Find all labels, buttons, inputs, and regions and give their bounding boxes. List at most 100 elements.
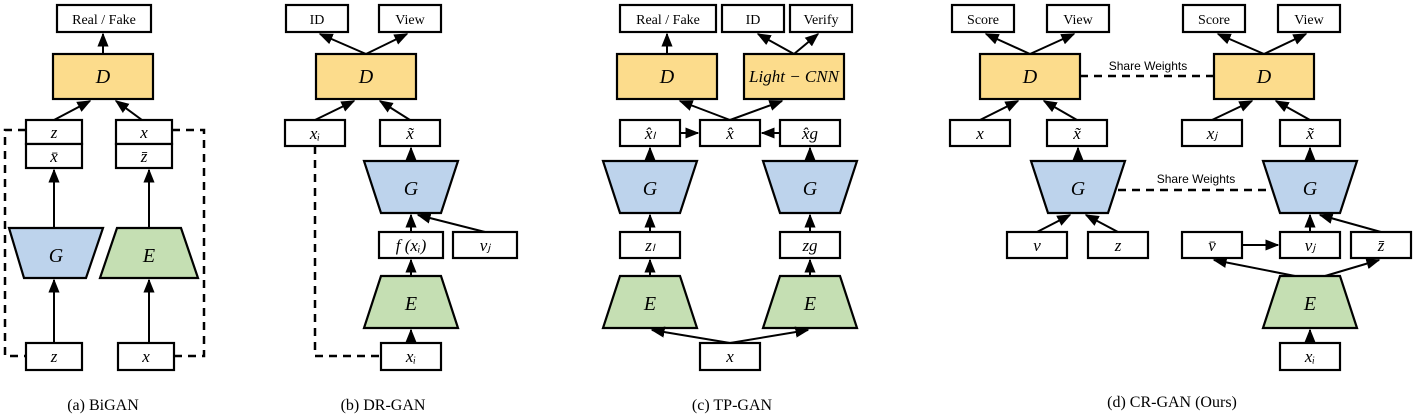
arrow-d-to-id <box>318 33 367 55</box>
x-hat-l-box <box>618 118 682 148</box>
real-fake-label: Real / Fake <box>636 13 700 28</box>
arrow-d-to-view-left <box>1029 33 1076 55</box>
z-g-label: zg <box>801 236 817 255</box>
discriminator-box-left <box>978 52 1082 101</box>
arrow-right-pair-to-d <box>114 100 143 121</box>
id-label: ID <box>310 13 325 28</box>
z-bar-box <box>114 142 174 170</box>
encoder-global-label: E <box>803 293 816 315</box>
input-x-label: x <box>725 347 734 366</box>
encoder-label: E <box>142 245 155 267</box>
arrow-zbar-to-g-right <box>1318 212 1382 233</box>
generator-label-right: G <box>1303 178 1318 200</box>
x-label-left: x <box>975 124 984 143</box>
real-fake-output-box <box>618 3 718 34</box>
arrow-left-pair-to-d <box>53 100 92 121</box>
encoder-shape <box>98 226 200 280</box>
arrow-xhat-to-d <box>678 100 731 121</box>
input-x-i-label: xᵢ <box>405 347 416 366</box>
z-bar-label: z̄ <box>140 147 148 166</box>
light-cnn-label: Light − CNN <box>748 67 841 86</box>
dashed-link-xi <box>313 146 381 358</box>
id-output-box <box>720 3 786 34</box>
encoder-shape <box>362 274 460 330</box>
encoder-local-label: E <box>643 293 656 315</box>
id-output-box <box>284 3 350 34</box>
f-xi-box <box>377 230 445 260</box>
x-box-left <box>948 118 1012 148</box>
discriminator-box <box>314 52 418 101</box>
arrow-xi-to-d <box>314 100 356 121</box>
x-box <box>114 118 174 146</box>
arrow-d-to-view-right <box>1263 33 1308 55</box>
x-hat-g-box <box>778 118 842 148</box>
x-hat-label: x̂ <box>725 124 734 143</box>
score-output-box-right <box>1181 3 1247 34</box>
z-bar-box <box>1349 230 1413 260</box>
arrow-e-to-zbar <box>1324 258 1381 277</box>
arrow-xtilde-to-d <box>378 100 411 121</box>
arrow-vj-to-g <box>416 212 486 233</box>
v-bar-box <box>1180 230 1244 260</box>
generator-shape <box>362 159 460 215</box>
light-cnn-box <box>742 52 846 101</box>
generator-local-shape <box>601 159 699 215</box>
verify-output-box <box>788 3 854 34</box>
discriminator-label: D <box>659 66 675 88</box>
view-output-box <box>377 3 443 34</box>
input-z-box <box>24 341 84 372</box>
arrow-d-to-score-right <box>1216 33 1265 55</box>
x-hat-box <box>698 118 762 148</box>
z-label: z <box>50 123 58 142</box>
view-label: View <box>395 13 425 28</box>
input-x-box <box>116 341 176 372</box>
caption-crgan: (d) CR-GAN (Ours) <box>1107 394 1237 411</box>
generator-shape-right <box>1261 159 1359 215</box>
arrow-z-to-g-left <box>1084 214 1119 233</box>
view-output-box-left <box>1045 3 1111 34</box>
x-tilde-label-right: x̃ <box>1305 124 1314 143</box>
encoder-shape <box>1261 274 1359 330</box>
v-j-box <box>451 230 519 260</box>
real-fake-output-box <box>55 3 153 34</box>
x-tilde-label: x̃ <box>405 124 414 143</box>
v-j-box <box>1278 230 1342 260</box>
share-weights-g-label: Share Weights <box>1157 172 1236 186</box>
generator-label: G <box>49 245 64 267</box>
generator-shape-left <box>1029 159 1127 215</box>
generator-shape <box>7 226 105 280</box>
discriminator-box <box>51 52 155 101</box>
input-x-i-label: xᵢ <box>1304 347 1315 366</box>
score-label-right: Score <box>1198 13 1230 28</box>
caption-drgan: (b) DR-GAN <box>341 397 426 414</box>
generator-label-left: G <box>1071 178 1086 200</box>
input-x-box <box>698 341 762 372</box>
arrow-xj-to-d-right <box>1211 100 1254 121</box>
z-label: z <box>1114 236 1122 255</box>
input-x-label: x <box>141 347 150 366</box>
x-hat-l-label: x̂ₗ <box>644 124 657 143</box>
panel-drgan: ID View D xᵢ x̃ G f (xᵢ) vⱼ E xᵢ (b) DR-… <box>283 3 519 414</box>
encoder-local-shape <box>601 274 699 330</box>
x-tilde-box-left <box>1045 118 1109 148</box>
encoder-label: E <box>404 293 417 315</box>
dashed-link-x <box>172 128 206 358</box>
v-j-label: vⱼ <box>1305 236 1317 255</box>
share-weights-d-label: Share Weights <box>1109 59 1188 73</box>
dashed-link-z <box>3 128 26 358</box>
z-bar-label: z̄ <box>1377 236 1385 255</box>
discriminator-label: D <box>95 66 111 88</box>
arrow-x-to-e-local <box>650 326 731 344</box>
v-label: v <box>1033 236 1041 255</box>
input-x-i-box <box>1278 341 1342 372</box>
arrow-x-to-d-left <box>979 100 1020 121</box>
panel-tpgan: Real / Fake ID Verify D Light − CNN x̂ₗ … <box>601 3 859 414</box>
score-label-left: Score <box>967 13 999 28</box>
z-l-label: zₗ <box>644 236 656 255</box>
generator-global-label: G <box>803 178 818 200</box>
z-box <box>1086 230 1150 260</box>
input-x-i-box <box>379 341 443 372</box>
view-label-right: View <box>1294 13 1324 28</box>
discriminator-label: D <box>358 66 374 88</box>
